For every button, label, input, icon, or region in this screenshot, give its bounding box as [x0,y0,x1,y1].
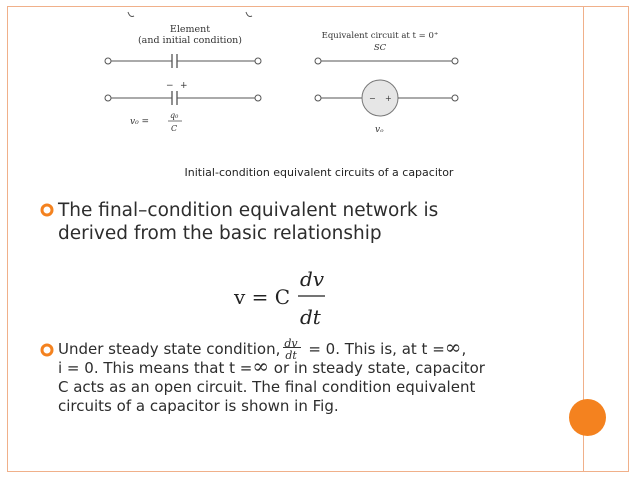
short-circuit-top [314,57,459,65]
decorative-circle [569,399,606,436]
bullet1-line1: The final–condition equivalent network i… [58,200,439,221]
voltage-source-icon [361,79,399,117]
circuit-figure: Element (and initial condition) Equivale… [104,11,459,135]
q0-label: q₀ [170,111,179,120]
svg-text:+: + [385,94,392,103]
bullet2-line1: Under steady state condition, dv dt = 0.… [58,335,467,362]
right-divider [583,6,584,472]
formula-lhs: v = C [233,285,290,309]
left-header-line1: Element [170,24,210,35]
bullet-paragraph-2: Under steady state condition, dv dt = 0.… [58,335,558,416]
bullet2-line4: circuits of a capacitor is shown in Fig. [58,397,339,415]
c-label: C [171,124,177,133]
slide-frame [7,6,629,472]
formula-numerator: dv [300,267,325,291]
bullet1-line2: derived from the basic relationship [58,223,382,244]
voltage-source-bottom: − + vₒ [314,79,459,135]
v0-equation-label: v₀ = [130,117,149,127]
bullet-icon [40,203,54,217]
vo-label: vₒ [375,125,384,135]
capacitor-element-top [104,54,262,68]
svg-text:+: + [180,81,188,91]
figure-caption: Initial-condition equivalent circuits of… [184,166,454,179]
infinity-symbol: ∞ [252,354,270,378]
svg-text:−: − [369,94,376,103]
bullet-paragraph-1: The final–condition equivalent network i… [58,199,558,245]
bullet2-line2: i = 0. This means that t =∞ or in steady… [58,354,485,378]
formula-denominator: dt [300,305,322,329]
svg-text:−: − [166,81,174,91]
infinity-symbol: ∞ [444,335,462,359]
right-header: Equivalent circuit at t = 0⁺ [322,31,439,41]
cropped-mark-right [245,11,253,17]
formula-v-equals-c-dv-dt: v = C dv dt [233,267,325,329]
left-header-line2: (and initial condition) [138,35,242,46]
bullet2-line3: C acts as an open circuit. The final con… [58,378,476,396]
capacitor-initial-bottom: − + v₀ = q₀ C [104,81,262,133]
sc-label: SC [374,43,387,53]
bullet-icon [40,343,54,357]
cropped-mark-left [127,11,135,17]
inline-fraction: dv dt [280,337,308,362]
